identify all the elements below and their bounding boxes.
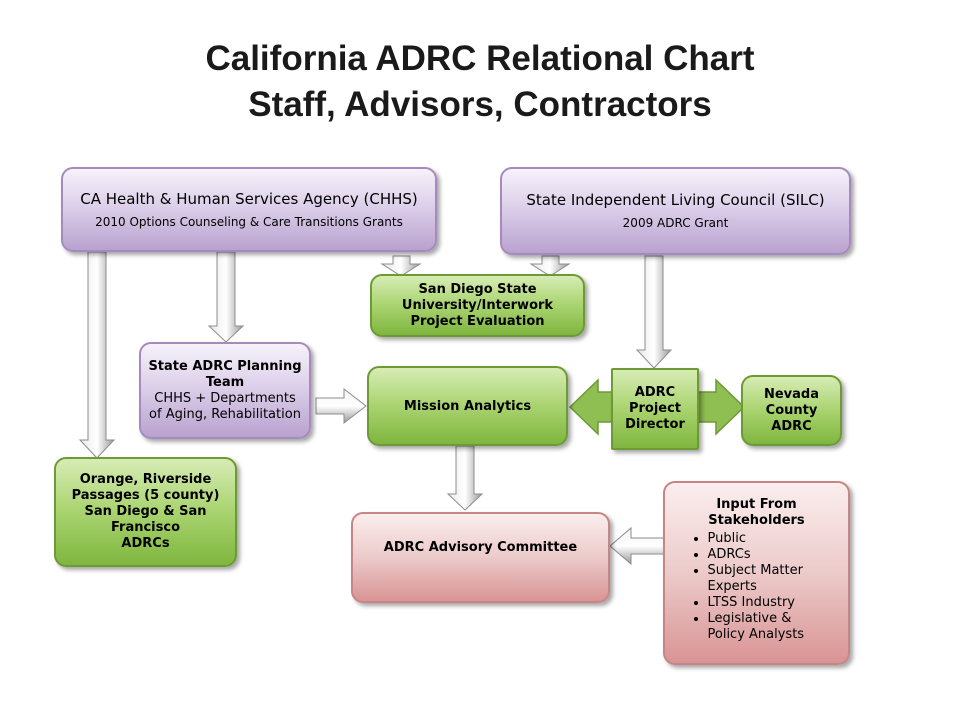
arrow-silc-to-sdsu xyxy=(529,255,571,277)
advisory-name: ADRC Advisory Committee xyxy=(383,540,578,555)
nevada-line2: County xyxy=(765,402,818,418)
arrow-planning-to-mission xyxy=(315,387,367,425)
planning-line4: of Aging, Rehabilitation xyxy=(149,406,301,422)
orange-line5: ADRCs xyxy=(121,536,170,551)
arrow-input-to-advisory xyxy=(609,526,665,566)
arrow-mission-to-advisory xyxy=(446,445,484,511)
planning-line1: State ADRC Planning xyxy=(148,358,302,374)
arrow-chhs-to-orange xyxy=(78,251,116,459)
silc-name: State Independent Living Council (SILC) xyxy=(526,191,825,209)
stakeholder-item: LTSS Industry xyxy=(708,595,826,611)
node-project-director: ADRC Project Director xyxy=(611,368,699,450)
director-line2: Project xyxy=(628,401,682,416)
mission-name: Mission Analytics xyxy=(403,398,532,414)
planning-line2: Team xyxy=(205,374,245,390)
stakeholder-item: Legislative & Policy Analysts xyxy=(708,611,826,643)
node-nevada-adrc: Nevada County ADRC xyxy=(741,375,842,446)
stakeholder-item: Public xyxy=(708,531,826,547)
sdsu-line3: Project Evaluation xyxy=(410,313,545,329)
node-advisory-committee: ADRC Advisory Committee xyxy=(351,512,610,603)
director-line3: Director xyxy=(625,417,685,432)
stakeholder-item: ADRCs xyxy=(708,547,826,563)
orange-line3: San Diego & San xyxy=(84,504,207,519)
director-line1: ADRC xyxy=(634,385,676,400)
silc-grant: 2009 ADRC Grant xyxy=(622,216,729,230)
input-heading2: Stakeholders xyxy=(708,513,805,528)
orange-line2: Passages (5 county) xyxy=(71,488,220,503)
arrow-chhs-to-sdsu xyxy=(380,255,422,277)
node-stakeholder-input: Input From Stakeholders Public ADRCs Sub… xyxy=(663,481,850,665)
nevada-line1: Nevada xyxy=(763,386,820,402)
chhs-grant: 2010 Options Counseling & Care Transitio… xyxy=(95,214,403,229)
stakeholder-item: Subject Matter Experts xyxy=(708,563,826,595)
node-sdsu: San Diego State University/Interwork Pro… xyxy=(370,274,585,337)
nevada-line3: ADRC xyxy=(771,418,812,434)
node-planning-team: State ADRC Planning Team CHHS + Departme… xyxy=(139,342,311,439)
planning-line3: CHHS + Departments xyxy=(154,390,296,406)
node-orange-adrcs: Orange, Riverside Passages (5 county) Sa… xyxy=(54,457,237,567)
arrow-chhs-to-planning xyxy=(207,251,245,343)
sdsu-line2: University/Interwork xyxy=(401,297,554,313)
stakeholder-list: Public ADRCs Subject Matter Experts LTSS… xyxy=(688,531,826,643)
input-heading1: Input From xyxy=(716,497,797,512)
chart-title-line1: California ADRC Relational Chart xyxy=(205,39,755,78)
chart-title-line2: Staff, Advisors, Contractors xyxy=(248,85,712,124)
node-mission-analytics: Mission Analytics xyxy=(367,366,568,446)
orange-line4: Francisco xyxy=(110,520,181,535)
arrow-silc-to-director xyxy=(635,255,673,369)
node-chhs: CA Health & Human Services Agency (CHHS)… xyxy=(61,167,437,252)
chhs-name: CA Health & Human Services Agency (CHHS) xyxy=(80,189,418,208)
node-silc: State Independent Living Council (SILC) … xyxy=(500,167,851,255)
sdsu-line1: San Diego State xyxy=(418,281,537,297)
orange-line1: Orange, Riverside xyxy=(79,472,212,487)
